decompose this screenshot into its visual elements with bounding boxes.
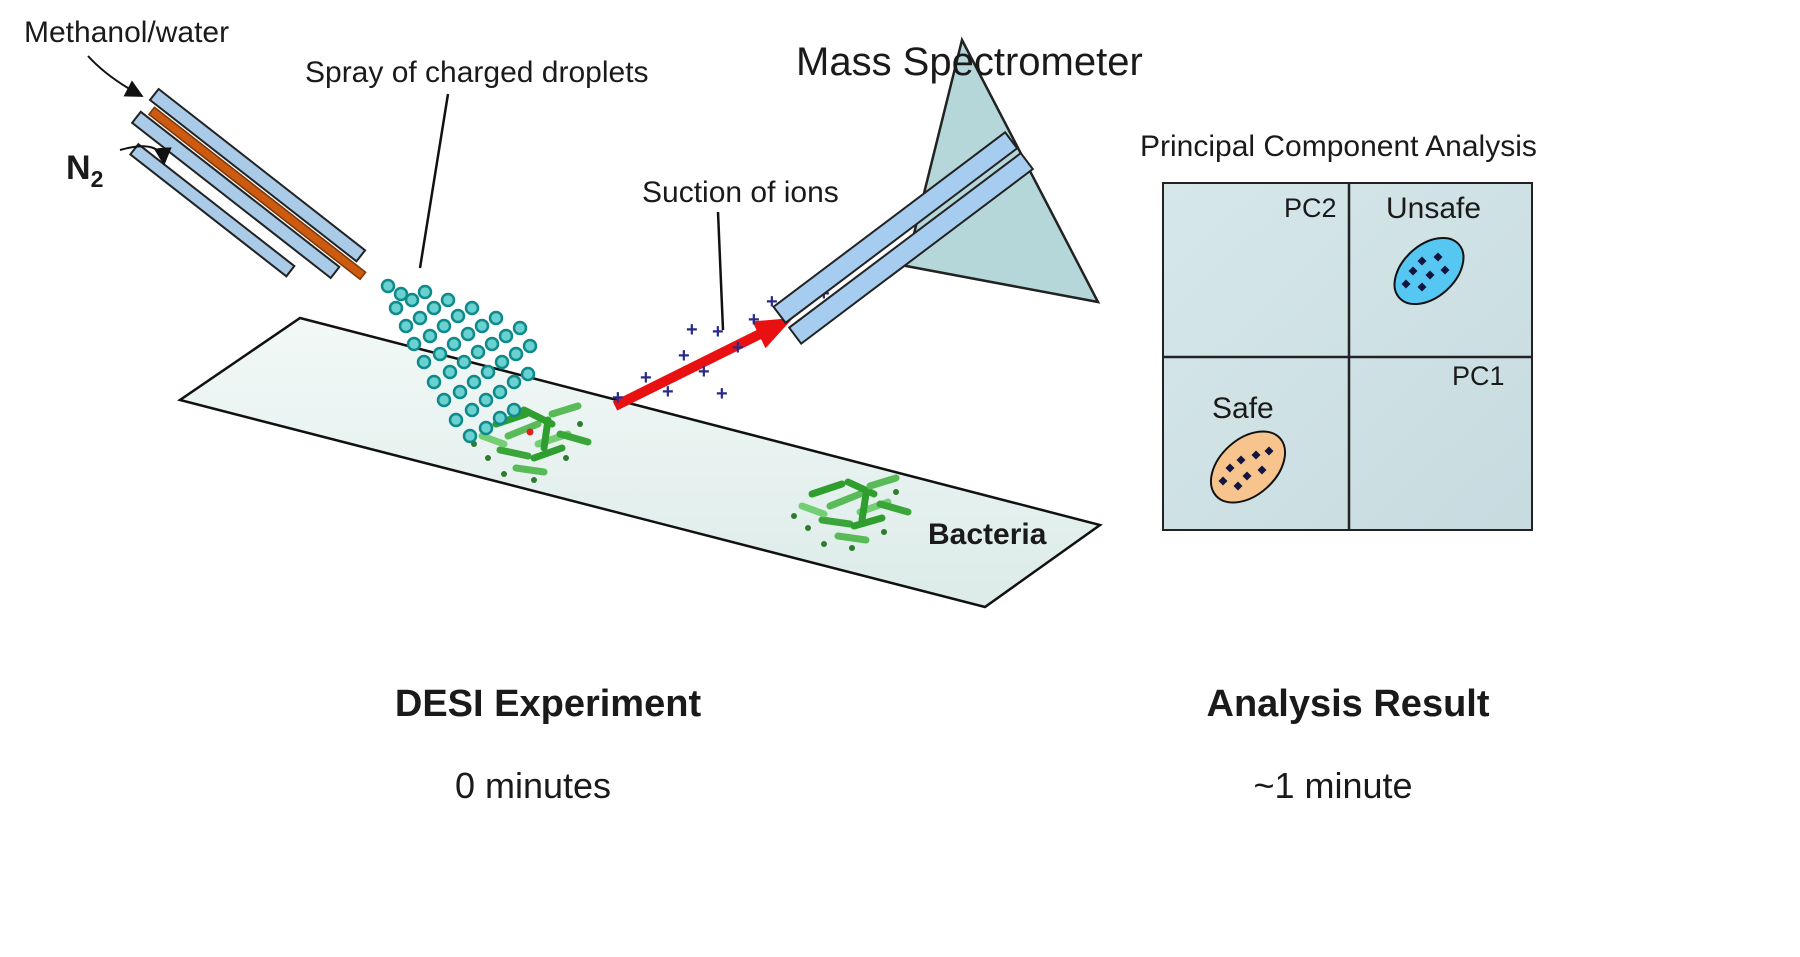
svg-text:+: + (686, 319, 698, 341)
svg-text:+: + (712, 321, 724, 343)
sample-plate (177, 316, 1103, 609)
svg-text:+: + (716, 383, 728, 405)
desi-time-label: 0 minutes (454, 765, 612, 806)
pca-plot (1162, 182, 1533, 531)
svg-text:+: + (612, 387, 624, 409)
svg-text:+: + (662, 381, 674, 403)
methanol-arrow (87, 55, 144, 97)
suction-arrow (612, 318, 793, 411)
analysis-result-title: Analysis Result (1206, 683, 1490, 725)
unsafe-cluster-ellipse (1393, 236, 1465, 306)
svg-text:+: + (640, 367, 652, 389)
spray-label: Spray of charged droplets (305, 56, 649, 89)
safe-label: Safe (1212, 392, 1274, 425)
desi-experiment-title: DESI Experiment (394, 683, 702, 725)
bacteria-cluster-sample (791, 474, 912, 551)
svg-text:+: + (748, 309, 760, 331)
analysis-time-label: ~1 minute (1253, 765, 1413, 806)
pc2-axis-label: PC2 (1284, 193, 1337, 223)
spray-impact-spot (526, 428, 534, 436)
desi-sprayer (128, 87, 367, 281)
svg-text:+: + (698, 361, 710, 383)
pc1-axis-label: PC1 (1452, 361, 1505, 391)
bacteria-label: Bacteria (928, 518, 1047, 551)
charged-droplet-spray (380, 278, 538, 444)
svg-text:+: + (732, 337, 744, 359)
mass-spectrometer-label: Mass Spectrometer (796, 40, 1143, 84)
suction-leader-line (716, 211, 725, 331)
n2-sub: 2 (90, 165, 104, 192)
svg-text:+: + (766, 291, 778, 313)
pca-title: Principal Component Analysis (1140, 130, 1537, 163)
spray-leader-line (418, 93, 450, 269)
methanol-water-label: Methanol/water (24, 16, 230, 49)
n2-main: N (66, 149, 91, 187)
suction-label: Suction of ions (642, 176, 839, 209)
inner-capillary (147, 106, 367, 281)
svg-text:+: + (678, 345, 690, 367)
unsafe-label: Unsafe (1386, 192, 1482, 225)
mass-spectrometer-inlet (772, 130, 1035, 345)
n2-arrow (119, 145, 172, 166)
gas-sheath-tube (128, 142, 296, 278)
n2-label: N2 (66, 149, 104, 192)
